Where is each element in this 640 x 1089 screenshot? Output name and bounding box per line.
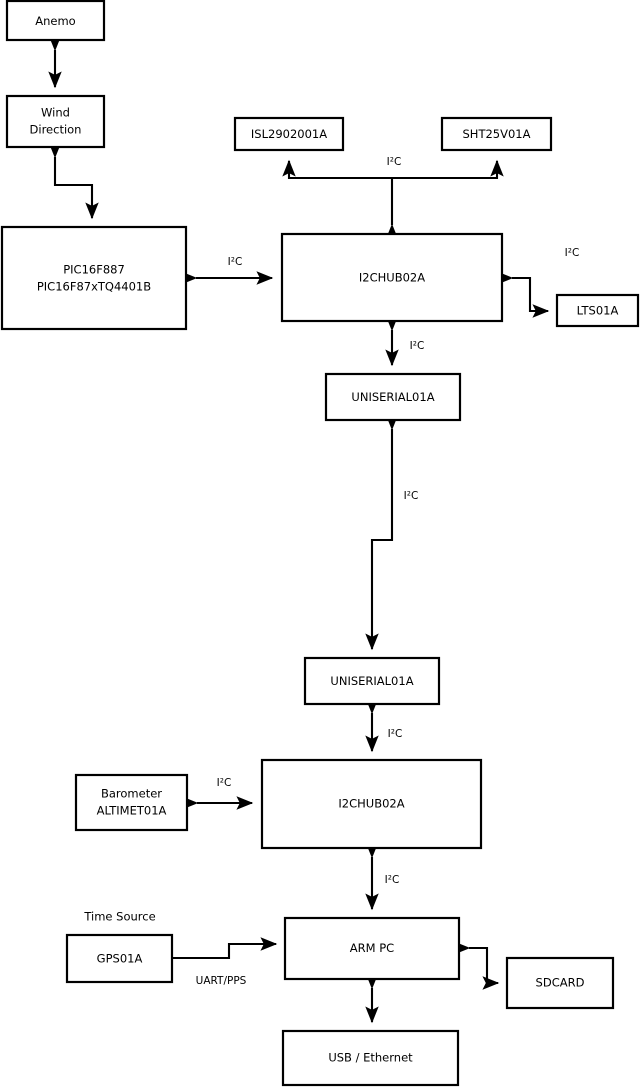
node-usb-ethernet-label: USB / Ethernet: [328, 1051, 413, 1065]
node-i2chub02a-top[interactable]: I2CHUB02A: [280, 232, 504, 323]
edge-label-barometer-hub: I²C: [217, 777, 232, 789]
node-anemo-box[interactable]: [5, 0, 106, 42]
node-anemo-label: Anemo: [35, 14, 75, 28]
node-sht25v01a[interactable]: SHT25V01A: [440, 116, 553, 152]
node-uniserial01a-top-box[interactable]: [324, 372, 462, 422]
node-i2chub02a-bottom-box[interactable]: [260, 758, 483, 850]
label-time-source: Time Source: [83, 910, 155, 924]
node-gps01a-label: GPS01A: [97, 952, 143, 966]
node-barometer-label-line1: Barometer: [101, 787, 162, 801]
node-pic[interactable]: PIC16F887 PIC16F87xTQ4401B: [0, 225, 188, 331]
node-usb-ethernet[interactable]: USB / Ethernet: [281, 1029, 460, 1087]
edge-label-isl-sht-bus: I²C: [387, 156, 402, 168]
edge-line-hub-lts: [496, 271, 550, 318]
edge-line-hub-isl: [282, 159, 399, 241]
edge-line-hub-sht: [392, 159, 504, 180]
node-lts01a-box[interactable]: [555, 293, 640, 328]
edge-hub-top-lts: [496, 271, 550, 318]
node-wind-direction-label-line2: Direction: [30, 123, 82, 137]
node-uniserial01a-bottom[interactable]: UNISERIAL01A: [303, 656, 441, 706]
node-gps01a[interactable]: GPS01A: [65, 933, 174, 984]
node-lts01a-label: LTS01A: [577, 304, 619, 318]
node-i2chub02a-top-box[interactable]: [280, 232, 504, 323]
edge-wind-pic: [48, 141, 99, 220]
node-uniserial01a-top[interactable]: UNISERIAL01A: [324, 372, 462, 422]
edge-line-gps-armpc: [172, 937, 278, 960]
node-uniserial01a-bottom-label: UNISERIAL01A: [330, 674, 413, 688]
node-sdcard[interactable]: SDCARD: [505, 956, 615, 1010]
node-anemo[interactable]: Anemo: [5, 0, 106, 42]
node-wind-direction-box[interactable]: [5, 94, 106, 149]
node-uniserial01a-top-label: UNISERIAL01A: [351, 390, 434, 404]
edge-gps-armpc: [172, 937, 278, 960]
node-pic-label-line1: PIC16F887: [63, 263, 125, 277]
node-arm-pc[interactable]: ARM PC: [283, 916, 461, 981]
node-arm-pc-label: ARM PC: [350, 941, 394, 955]
node-gps01a-box[interactable]: [65, 933, 174, 984]
node-lts01a[interactable]: LTS01A: [555, 293, 640, 328]
edge-label-gps-armpc: UART/PPS: [196, 975, 247, 987]
node-pic-box[interactable]: [0, 225, 188, 331]
node-isl2902001a[interactable]: ISL2902001A: [233, 116, 345, 152]
node-sdcard-label: SDCARD: [536, 976, 585, 990]
node-wind-direction-label-line1: Wind: [41, 106, 70, 120]
edge-label-uniserial-hub-bot: I²C: [388, 728, 403, 740]
edge-line-wind-pic: [48, 141, 99, 220]
node-sht25v01a-box[interactable]: [440, 116, 553, 152]
node-isl2902001a-label: ISL2902001A: [251, 127, 327, 141]
node-sht25v01a-label: SHT25V01A: [463, 127, 531, 141]
edge-uniserial-top-bot: [365, 413, 399, 651]
edge-label-pic-hub: I²C: [228, 256, 243, 268]
edge-label-hub-armpc: I²C: [385, 874, 400, 886]
node-sdcard-box[interactable]: [505, 956, 615, 1010]
edge-label-uniserial-uniserial: I²C: [404, 490, 419, 502]
edge-armpc-sdcard: [453, 941, 500, 990]
node-wind-direction[interactable]: Wind Direction: [5, 94, 106, 149]
edge-hub-top-sensors-bus: [282, 159, 504, 241]
node-barometer-label-line2: ALTIMET01A: [97, 804, 167, 818]
node-isl2902001a-box[interactable]: [233, 116, 345, 152]
node-i2chub02a-bottom-label: I2CHUB02A: [338, 797, 404, 811]
node-arm-pc-box[interactable]: [283, 916, 461, 981]
node-barometer-box[interactable]: [74, 773, 189, 832]
edge-label-hub-uniserial: I²C: [410, 340, 425, 352]
node-pic-label-line2: PIC16F87xTQ4401B: [37, 280, 151, 294]
node-uniserial01a-bottom-box[interactable]: [303, 656, 441, 706]
node-usb-ethernet-box[interactable]: [281, 1029, 460, 1087]
edge-line-uniserial-top-bot: [365, 413, 399, 651]
edge-line-armpc-sdcard: [453, 941, 500, 990]
node-i2chub02a-top-label: I2CHUB02A: [359, 271, 425, 285]
node-barometer[interactable]: Barometer ALTIMET01A: [74, 773, 189, 832]
edge-label-hub-lts: I²C: [565, 247, 580, 259]
node-i2chub02a-bottom[interactable]: I2CHUB02A: [260, 758, 483, 850]
